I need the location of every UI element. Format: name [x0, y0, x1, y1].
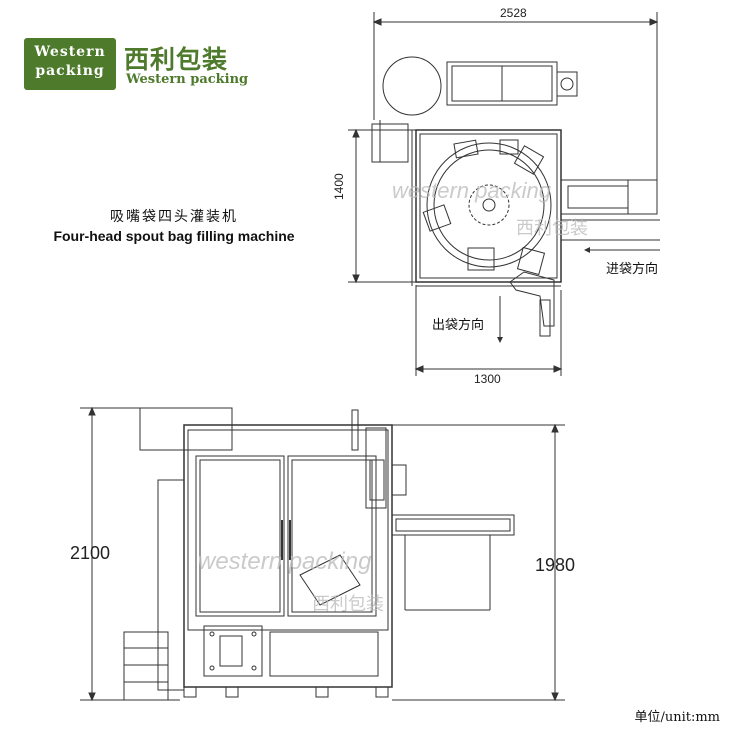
- dimension-line-1300: [414, 285, 563, 376]
- station-clamps: [422, 139, 546, 276]
- watermark-front-en: western packing: [198, 548, 372, 575]
- ladder-platform: [123, 631, 169, 701]
- control-panel: [203, 625, 263, 677]
- side-box: [371, 123, 409, 163]
- hopper: [139, 407, 233, 451]
- watermark-front-cn: 西利包装: [312, 594, 384, 615]
- dimension-line-2528: [372, 12, 659, 190]
- logo-badge-line-1: Western: [34, 44, 106, 60]
- dim-label-2100: 2100: [70, 543, 111, 563]
- main-frame: [415, 129, 562, 283]
- machine-title-english: Four-head spout bag filling machine: [53, 228, 295, 244]
- filler-head: [365, 427, 387, 509]
- dim-label-1980: 1980: [535, 555, 576, 575]
- logo-english-name: Western packing: [126, 72, 249, 87]
- dim-label-1400: 1400: [332, 173, 346, 200]
- bag-out-direction-label: 出袋方向: [432, 318, 485, 333]
- dim-label-1300: 1300: [474, 372, 501, 386]
- left-lift-column: [157, 479, 185, 691]
- bag-out-chute: [509, 271, 555, 327]
- front-main-frame: [183, 424, 393, 688]
- logo-badge-line-2: packing: [35, 63, 105, 79]
- left-door: [195, 455, 285, 617]
- logo-badge: Western packing: [24, 38, 116, 90]
- front-view: [80, 406, 565, 702]
- bag-in-conveyor: [560, 179, 658, 215]
- output-conveyor: [391, 514, 515, 536]
- bag-in-direction-label: 进袋方向: [606, 262, 659, 277]
- rotary-table: [426, 142, 552, 268]
- watermark-top-cn: 西利包装: [516, 218, 588, 239]
- dimension-line-1400: [348, 128, 416, 284]
- output-chute: [299, 554, 361, 606]
- machine-title-chinese: 吸嘴袋四头灌装机: [110, 209, 238, 225]
- dim-label-2528: 2528: [500, 6, 527, 20]
- dimension-line-1980: [392, 423, 565, 702]
- watermark-top-en: western packing: [392, 178, 551, 203]
- caster-wheels: [183, 686, 389, 698]
- round-tank: [382, 56, 442, 116]
- logo-chinese-name: 西利包装: [124, 45, 229, 74]
- right-door: [287, 455, 377, 617]
- unit-label: 单位/unit:mm: [634, 710, 720, 725]
- top-view: [348, 12, 660, 376]
